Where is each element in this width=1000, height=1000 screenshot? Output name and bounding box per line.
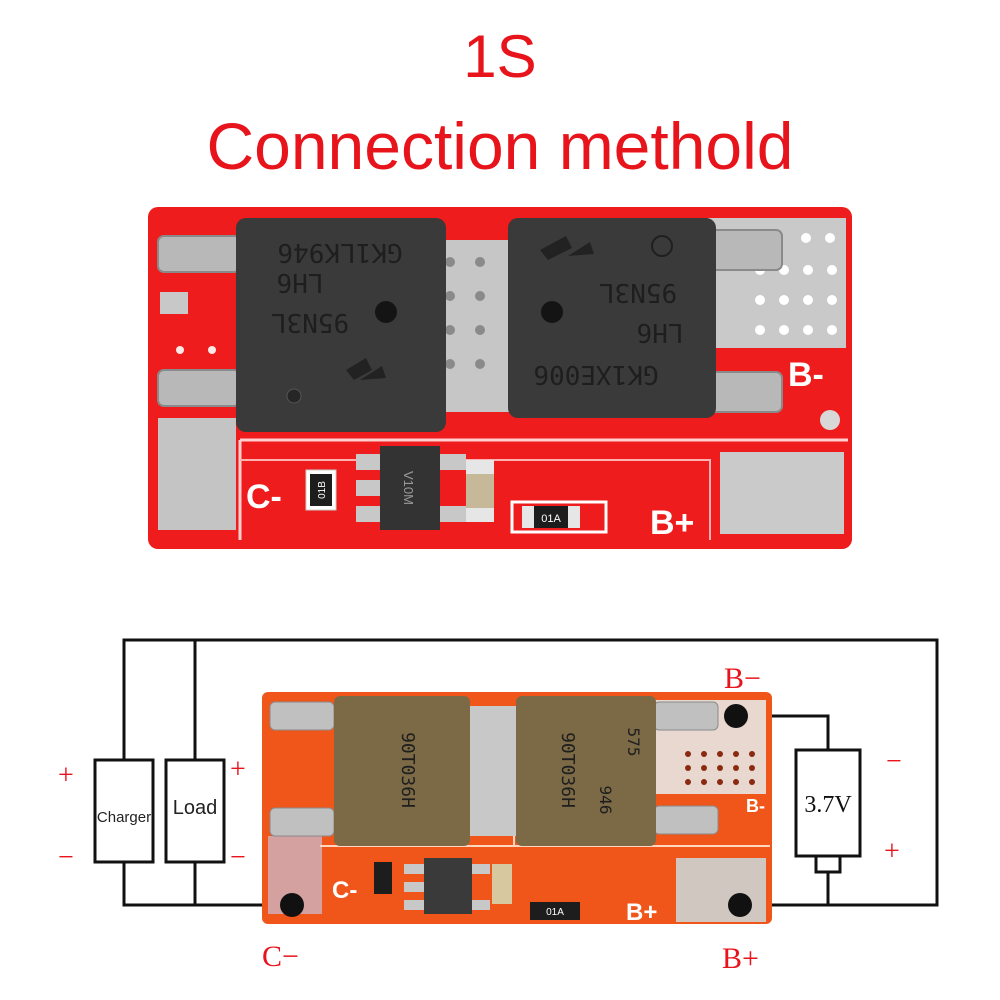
bottom-chip-right-text-1: 90T036H: [557, 732, 578, 808]
bottom-ic: [424, 858, 472, 914]
terminal-label-b-minus: B−: [724, 662, 761, 695]
charger-minus-sign: −: [58, 842, 74, 873]
ic-sot23: [380, 446, 440, 530]
mosfet-bottom-right: [516, 696, 656, 846]
bottom-silk-b: B+: [626, 899, 657, 926]
battery-terminal: [814, 854, 842, 874]
battery-plus-sign: +: [884, 836, 900, 867]
b-minus-terminal-dot: [724, 704, 748, 728]
bottom-chip-right-text-2: 946: [596, 786, 615, 815]
load-label: Load: [173, 797, 218, 819]
chip-left-line-1: GK1LK946: [277, 237, 402, 267]
mosfet-left: [236, 218, 446, 432]
bottom-chip-left-text: 90T036H: [397, 732, 418, 808]
battery-label: 3.7V: [804, 792, 852, 818]
charger-box: [93, 758, 155, 864]
load-minus-sign: −: [230, 842, 246, 873]
b-plus-terminal-dot: [728, 893, 752, 917]
ic-text: V10M: [401, 471, 416, 505]
mosfet-bottom-left: [334, 696, 470, 846]
wiring-diagram: 90T036H 90T036H 946 575 01A C- B+ B- Cha…: [58, 638, 939, 975]
c-minus-terminal-dot: [280, 893, 304, 917]
st-logo-icon: [346, 358, 386, 380]
bottom-resistor: 01A: [546, 907, 564, 918]
load-box: [164, 758, 226, 864]
pad-c-minus: [158, 418, 236, 530]
chip-right-line-2: LH6: [637, 317, 684, 347]
resistor-01b: 01B: [317, 481, 328, 499]
chip-left-line-3: 95N3L: [271, 307, 349, 337]
battery-minus-sign: −: [886, 746, 902, 777]
chip-right-line-1: 95N3L: [599, 277, 677, 307]
resistor-01a: 01A: [541, 513, 561, 525]
title-line-2: Connection methold: [206, 109, 794, 183]
charger-label: Charger: [97, 809, 151, 826]
charger-plus-sign: +: [58, 760, 74, 791]
chip-right-line-3: GK1XE006: [533, 359, 658, 389]
silk-b-minus: B-: [788, 356, 824, 394]
chip-left-line-2: LH6: [277, 267, 324, 297]
top-pcb-board: GK1LK946 LH6 95N3L 95N3L LH6 GK1XE006 01…: [148, 207, 852, 549]
battery-box: [794, 748, 862, 858]
title-line-1: 1S: [463, 23, 537, 90]
bottom-silk-c: C-: [332, 877, 357, 904]
silk-b-plus: B+: [650, 504, 694, 542]
mosfet-right: [508, 218, 716, 418]
terminal-label-c-minus: C−: [262, 940, 299, 973]
bottom-silk-b-small: B-: [746, 796, 765, 816]
load-plus-sign: +: [230, 754, 246, 785]
st-logo-icon-2: [540, 236, 594, 260]
silk-c-minus: C-: [246, 478, 282, 516]
pad-b-plus: [720, 452, 844, 534]
bottom-chip-right-text-3: 575: [624, 728, 643, 757]
terminal-label-b-plus: B+: [722, 942, 759, 975]
